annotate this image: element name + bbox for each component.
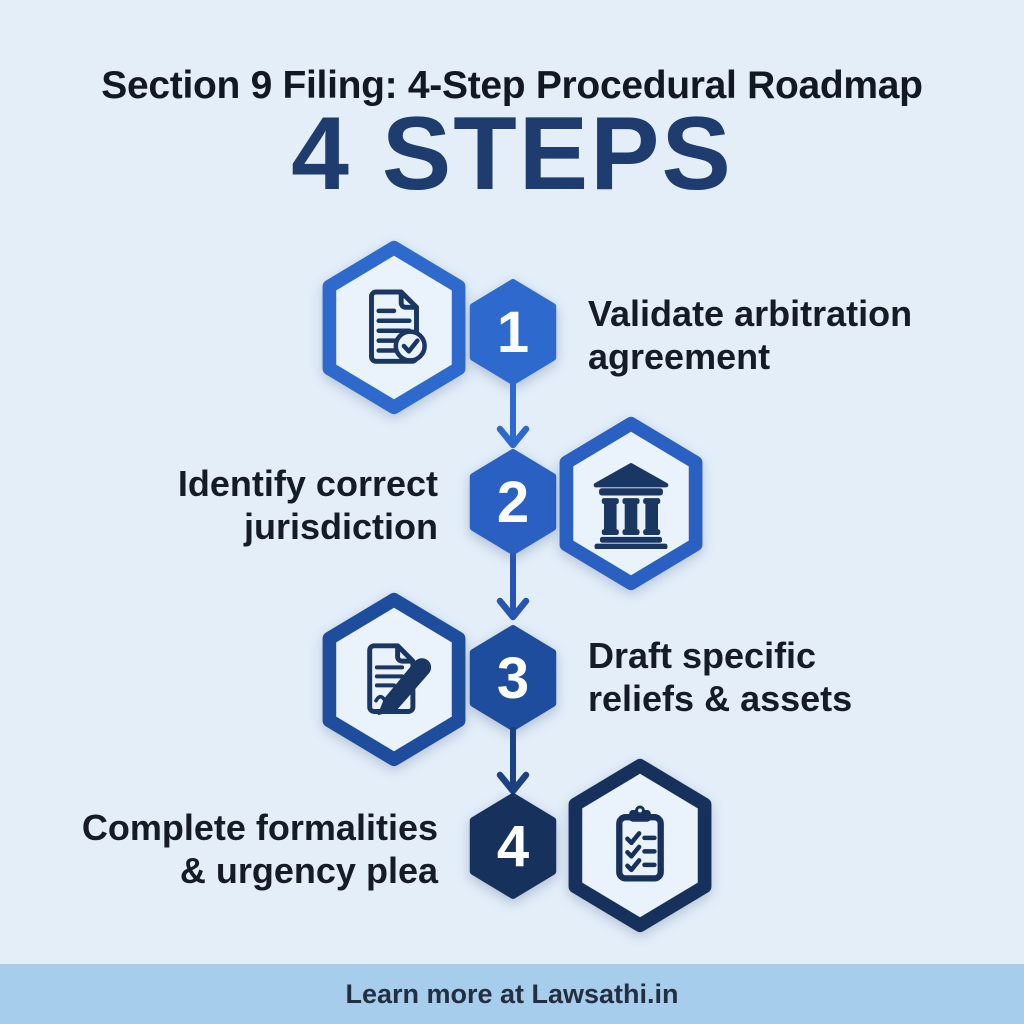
arrow-step1-to-step2 — [496, 381, 530, 449]
arrow-step3-to-step4 — [496, 727, 530, 795]
step1-number-hexagon: 1 — [467, 279, 559, 385]
step2-number: 2 — [496, 469, 530, 535]
step1-number: 1 — [496, 299, 530, 365]
document-check-icon — [369, 289, 427, 364]
step2-icon-hexagon — [555, 416, 707, 591]
courthouse-icon — [593, 463, 669, 549]
step3-icon-hexagon — [318, 592, 470, 767]
step3-number: 3 — [496, 645, 530, 711]
step4-icon-hexagon — [564, 758, 716, 933]
clipboard-checklist-icon — [616, 805, 664, 882]
step1-icon-hexagon — [318, 240, 470, 415]
footer-bar: Learn more at Lawsathi.in — [0, 964, 1024, 1024]
page-title: Section 9 Filing: 4-Step Procedural Road… — [101, 64, 923, 107]
hexagon-outline — [322, 592, 466, 767]
step1-label-line2: agreement — [588, 336, 771, 377]
step4-label-line1: Complete formalities — [81, 807, 438, 848]
step2-label-line2: jurisdiction — [243, 506, 438, 547]
footer-link-text: Learn more at Lawsathi.in — [345, 979, 679, 1009]
step1-label-line1: Validate arbitration — [588, 293, 913, 334]
step3-number-hexagon: 3 — [467, 625, 559, 731]
step2-number-hexagon: 2 — [467, 449, 559, 555]
step2-label: Identify correct jurisdiction — [60, 462, 438, 548]
step3-label-line2: reliefs & assets — [588, 678, 853, 719]
step3-label-line1: Draft specific — [588, 635, 817, 676]
headline-4-steps: 4 STEPS — [291, 96, 733, 212]
hexagon-shape — [469, 793, 557, 899]
step4-number: 4 — [496, 813, 530, 879]
step2-label-line1: Identify correct — [177, 463, 438, 504]
hexagon-outline — [322, 240, 466, 415]
document-pen-icon — [367, 643, 432, 716]
step3-label: Draft specific reliefs & assets — [588, 634, 852, 720]
hexagon-shape — [469, 449, 557, 555]
step1-label: Validate arbitration agreement — [588, 292, 912, 378]
step4-label: Complete formalities & urgency plea — [60, 806, 438, 892]
step4-number-hexagon: 4 — [467, 793, 559, 899]
step4-label-line2: & urgency plea — [179, 850, 438, 891]
arrow-step2-to-step3 — [496, 553, 530, 621]
